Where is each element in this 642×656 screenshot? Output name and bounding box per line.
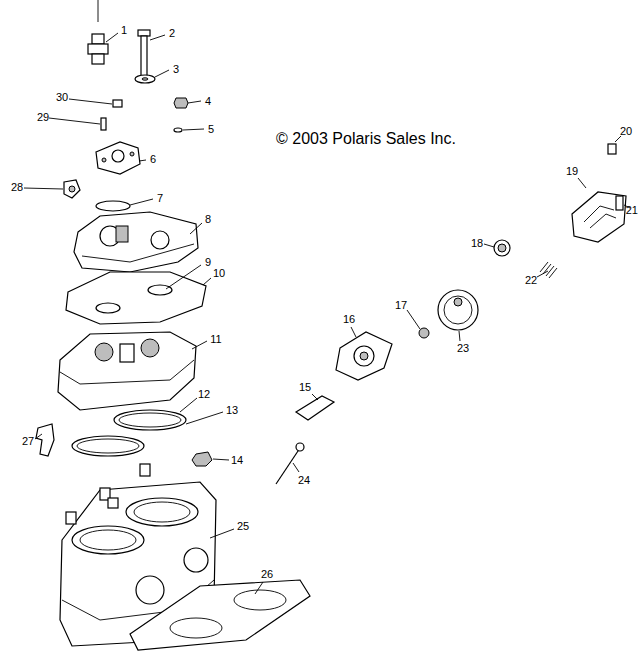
bolt-part: [135, 30, 155, 83]
callout-number: 19: [566, 166, 578, 177]
o-ring: [96, 201, 130, 211]
fitting-part: [88, 34, 108, 64]
head-gasket: [66, 272, 206, 324]
callout-number: 24: [298, 475, 310, 486]
callout-number: 1: [121, 25, 127, 36]
small-bolt-part: [101, 100, 122, 130]
housing-part: [96, 142, 140, 174]
diaphragm: [438, 290, 478, 330]
callout-number: 25: [237, 521, 249, 532]
nut-part: [419, 328, 429, 338]
callout-number: 10: [213, 268, 225, 279]
fitting-part: [64, 180, 80, 198]
callout-number: 4: [205, 96, 211, 107]
callout-number: 29: [37, 112, 49, 123]
cover-gasket: [296, 396, 334, 420]
callout-number: 23: [457, 343, 469, 354]
screw-part: [608, 144, 616, 154]
valve-part: [494, 240, 510, 256]
callout-number: 8: [205, 214, 211, 225]
frame-line: [98, 0, 99, 22]
head-cover: [74, 212, 198, 272]
callout-number: 16: [343, 314, 355, 325]
callout-number: 7: [157, 193, 163, 204]
callout-number: 28: [11, 182, 23, 193]
pump-cover: [336, 332, 392, 380]
callout-number: 15: [299, 382, 311, 393]
callout-number: 27: [22, 436, 34, 447]
callout-number: 3: [173, 64, 179, 75]
nut-part: [192, 452, 212, 466]
callout-number: 12: [198, 389, 210, 400]
callout-number: 22: [525, 275, 537, 286]
cylinder-head: [58, 332, 196, 410]
callout-number: 2: [169, 28, 175, 39]
screw-part: [174, 98, 188, 132]
leader-lines: [24, 33, 630, 594]
base-gasket: [130, 580, 310, 650]
callout-number: 6: [150, 154, 156, 165]
pump-cap: [572, 192, 626, 242]
callout-number: 20: [620, 126, 632, 137]
ring-gasket: [72, 436, 144, 456]
callout-number: 5: [208, 124, 214, 135]
callout-number: 26: [261, 569, 273, 580]
spring-part: [540, 262, 557, 278]
callout-number: 30: [56, 92, 68, 103]
callout-number: 11: [210, 334, 221, 345]
elbow-fitting: [36, 424, 54, 456]
copyright-note: © 2003 Polaris Sales Inc.: [276, 131, 456, 147]
callout-number: 13: [226, 405, 238, 416]
ring-gasket: [114, 410, 186, 430]
screw-part: [616, 196, 623, 210]
callout-number: 18: [471, 238, 483, 249]
callout-number: 9: [205, 257, 211, 268]
callout-number: 14: [231, 455, 243, 466]
callout-number: 17: [395, 300, 407, 311]
callout-number: 21: [626, 205, 638, 216]
